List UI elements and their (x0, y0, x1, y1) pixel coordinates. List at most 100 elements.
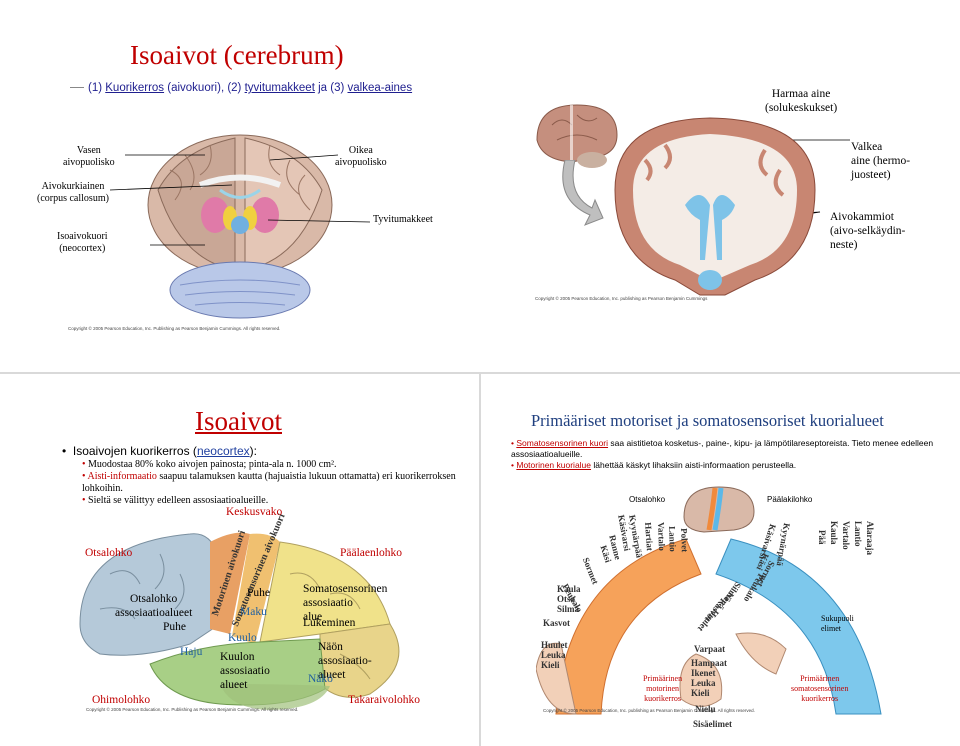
slide1-subtitle: (1) Kuorikerros (aivokuori), (2) tyvitum… (88, 82, 412, 94)
label-primary-motor: Primäärinen motorinen kuorikerros (643, 674, 683, 703)
subtitle-term-basal[interactable]: tyvitumakkeet (244, 82, 315, 94)
bullet-motor: • Motorinen kuorialue lähettää käskyt li… (511, 460, 797, 470)
label-hearing: Kuulo (228, 632, 257, 644)
motor-neck: Kaula (557, 584, 581, 594)
sensory-neck: Kaula (829, 521, 839, 545)
mini-brain-icon (683, 486, 755, 533)
label-speech: Puhe (247, 587, 270, 599)
sensory-leg: Alaraaja (865, 521, 875, 555)
sensory-tongue: Kieli (691, 688, 710, 698)
subtitle-mid1: (aivokuori), (2) (164, 82, 245, 94)
label-parietal-lobe: Päälaenlohko (340, 547, 402, 559)
sub-bullet-3: • Sieltä se välittyy edelleen assosiaati… (82, 495, 269, 506)
subtitle-term-cortex[interactable]: Kuorikerros (105, 82, 165, 94)
b1-text: saa aistitietoa kosketus-, paine-, kipu-… (511, 438, 934, 459)
brain-lateral-lobes (79, 532, 400, 710)
slide3-title: Primääriset motoriset ja somatosensorise… (531, 411, 884, 430)
label-hearing-assoc: Kuulon assosiaatio alueet (220, 651, 270, 691)
label-smell: Haju (180, 646, 203, 658)
motor-mouth-group: Huulet Leuka Kieli (541, 640, 568, 670)
label-central-sulcus: Keskusvako (226, 506, 283, 518)
sub-bullet-2: • Aisti-informaatio saapuu talamuksen ka… (82, 471, 456, 494)
sub2-text: saapuu talamuksen kautta (hajuaistia luk… (82, 471, 456, 494)
motor-trunk: Vartalo (656, 522, 668, 552)
subtitle-mid2: ja (3) (314, 82, 348, 94)
bullet-somatosensory: • Somatosensorinen kuori saa aistitietoa… (511, 438, 934, 459)
b2-term[interactable]: Motorinen kuorialue (516, 460, 592, 470)
sensory-viscera: Sisäelimet (693, 719, 732, 729)
subtitle-dash (70, 87, 84, 88)
slide-motor-sensory: Primääriset motoriset ja somatosensorise… (481, 374, 960, 746)
subtitle-prefix: (1) (88, 82, 106, 94)
label-gray-matter: Harmaa aine (solukeskukset) (765, 88, 838, 114)
brain-coronal-section (614, 117, 816, 296)
slide1-copyright-right: Copyright © 2005 Pearson Education, Inc.… (535, 296, 708, 301)
sensory-toes: Varpaat (694, 644, 726, 654)
motor-shoulders: Hartiat (643, 522, 655, 552)
label-corpus-callosum: Aivokurkiainen (corpus callosum) (37, 181, 109, 204)
slide2-title: Isoaivot (195, 406, 282, 436)
sensory-jaw: Leuka (691, 678, 716, 688)
motor-jaw: Leuka (541, 650, 566, 660)
motor-face-group: Kaula Otsa Silmä (557, 584, 581, 614)
label-primary-sensory: Primäärinen somatosensorinen kuorikerros (791, 674, 849, 703)
label-frontal-lobe: Otsalohko (85, 547, 133, 559)
sensory-pharynx: Nielu (695, 704, 716, 714)
label-reading: Lukeminen (303, 617, 356, 629)
label-temporal-lobe: Ohimolohko (92, 694, 151, 706)
b1-term[interactable]: Somatosensorinen kuori (516, 438, 609, 448)
sub2-term: Aisti-informaatio (87, 471, 157, 482)
label-left-hemisphere: Vasen aivopuolisko (63, 145, 115, 168)
label-neocortex: Isoaivokuori (neocortex) (57, 231, 108, 254)
sensory-genitals: Sukupuoli elimet (821, 614, 854, 633)
motor-face: Kasvot (543, 618, 570, 628)
bullet-neocortex: • Isoaivojen kuorikerros (neocortex): (62, 444, 257, 458)
label-taste: Maku (240, 606, 267, 618)
motor-brow: Otsa (557, 594, 575, 604)
slide2-copyright: Copyright © 2005 Pearson Education, Inc.… (86, 707, 299, 712)
sensory-hip: Lantio (853, 521, 863, 547)
brain-coronal-illustration (147, 134, 333, 319)
slide2-subbullets: • Muodostaa 80% koko aivojen painosta; p… (82, 459, 472, 507)
slide-isoaivot: Isoaivot • Isoaivojen kuorikerros (neoco… (0, 374, 479, 746)
slide2-bullets: • Isoaivojen kuorikerros (neocortex): (62, 444, 472, 458)
sensory-head: Pää (817, 530, 827, 545)
label-parietal: Päälakilohko (767, 495, 813, 504)
label-basal-ganglia: Tyvitumakkeet (373, 214, 433, 225)
sensory-teeth: Hampaat (691, 658, 727, 668)
motor-tongue: Kieli (541, 660, 560, 670)
motor-eye: Silmä (557, 604, 580, 614)
brain-sagittal-small (536, 104, 618, 168)
label-right-hemisphere: Oikea aivopuolisko (335, 145, 387, 168)
slide1-title: Isoaivot (cerebrum) (130, 40, 344, 70)
sensory-gums: Ikenet (691, 668, 716, 678)
label-occipital-lobe: Takaraivolohko (348, 694, 421, 706)
sub-bullet-1: • Muodostaa 80% koko aivojen painosta; p… (82, 459, 337, 470)
motor-knees: Polvet (679, 528, 690, 553)
label-white-matter: Valkea aine (hermo- juosteet) (851, 141, 911, 181)
label-frontal: Otsalohko (629, 495, 666, 504)
slide1-copyright-left: Copyright © 2005 Pearson Education, Inc.… (68, 326, 281, 331)
sub1-text: Muodostaa 80% koko aivojen painosta; pin… (88, 459, 337, 470)
sub3-text: Sieltä se välittyy edelleen assosiaatioa… (88, 495, 269, 506)
motor-hip: Lantio (667, 526, 678, 552)
label-soma-assoc: Somatosensorinen assosiaatio alue (303, 583, 388, 623)
bullet1-suffix: ): (249, 444, 257, 458)
label-vision: Näkö (308, 673, 333, 685)
bullet1-term[interactable]: neocortex (196, 444, 250, 458)
slide3-copyright: Copyright © 2005 Pearson Education, Inc.… (543, 708, 755, 713)
sensory-oral-group: Hampaat Ikenet Leuka Kieli (691, 658, 727, 698)
homunculus-diagram (536, 538, 882, 715)
subtitle-term-white[interactable]: valkea-aines (347, 82, 413, 94)
sensory-trunk: Vartalo (841, 521, 851, 550)
bullet1-prefix: Isoaivojen kuorikerros ( (72, 444, 197, 458)
b2-text: lähettää käskyt lihaksiin aisti-informaa… (591, 460, 797, 470)
slide3-bullets: • Somatosensorinen kuori saa aistitietoa… (511, 438, 951, 471)
section-arrow-icon (562, 160, 604, 226)
label-ventricles: Aivokammiot (aivo-selkäydin- neste) (830, 211, 906, 251)
label-vision-assoc: Näön assosiaatio- alueet (318, 641, 372, 681)
motor-lips: Huulet (541, 640, 568, 650)
label-frontal-assoc: Otsalohko assosiaatioalueet (115, 593, 193, 619)
slide-cerebrum-overview: Isoaivot (cerebrum) (1) Kuorikerros (aiv… (0, 0, 960, 372)
label-speech-front: Puhe (163, 621, 186, 633)
